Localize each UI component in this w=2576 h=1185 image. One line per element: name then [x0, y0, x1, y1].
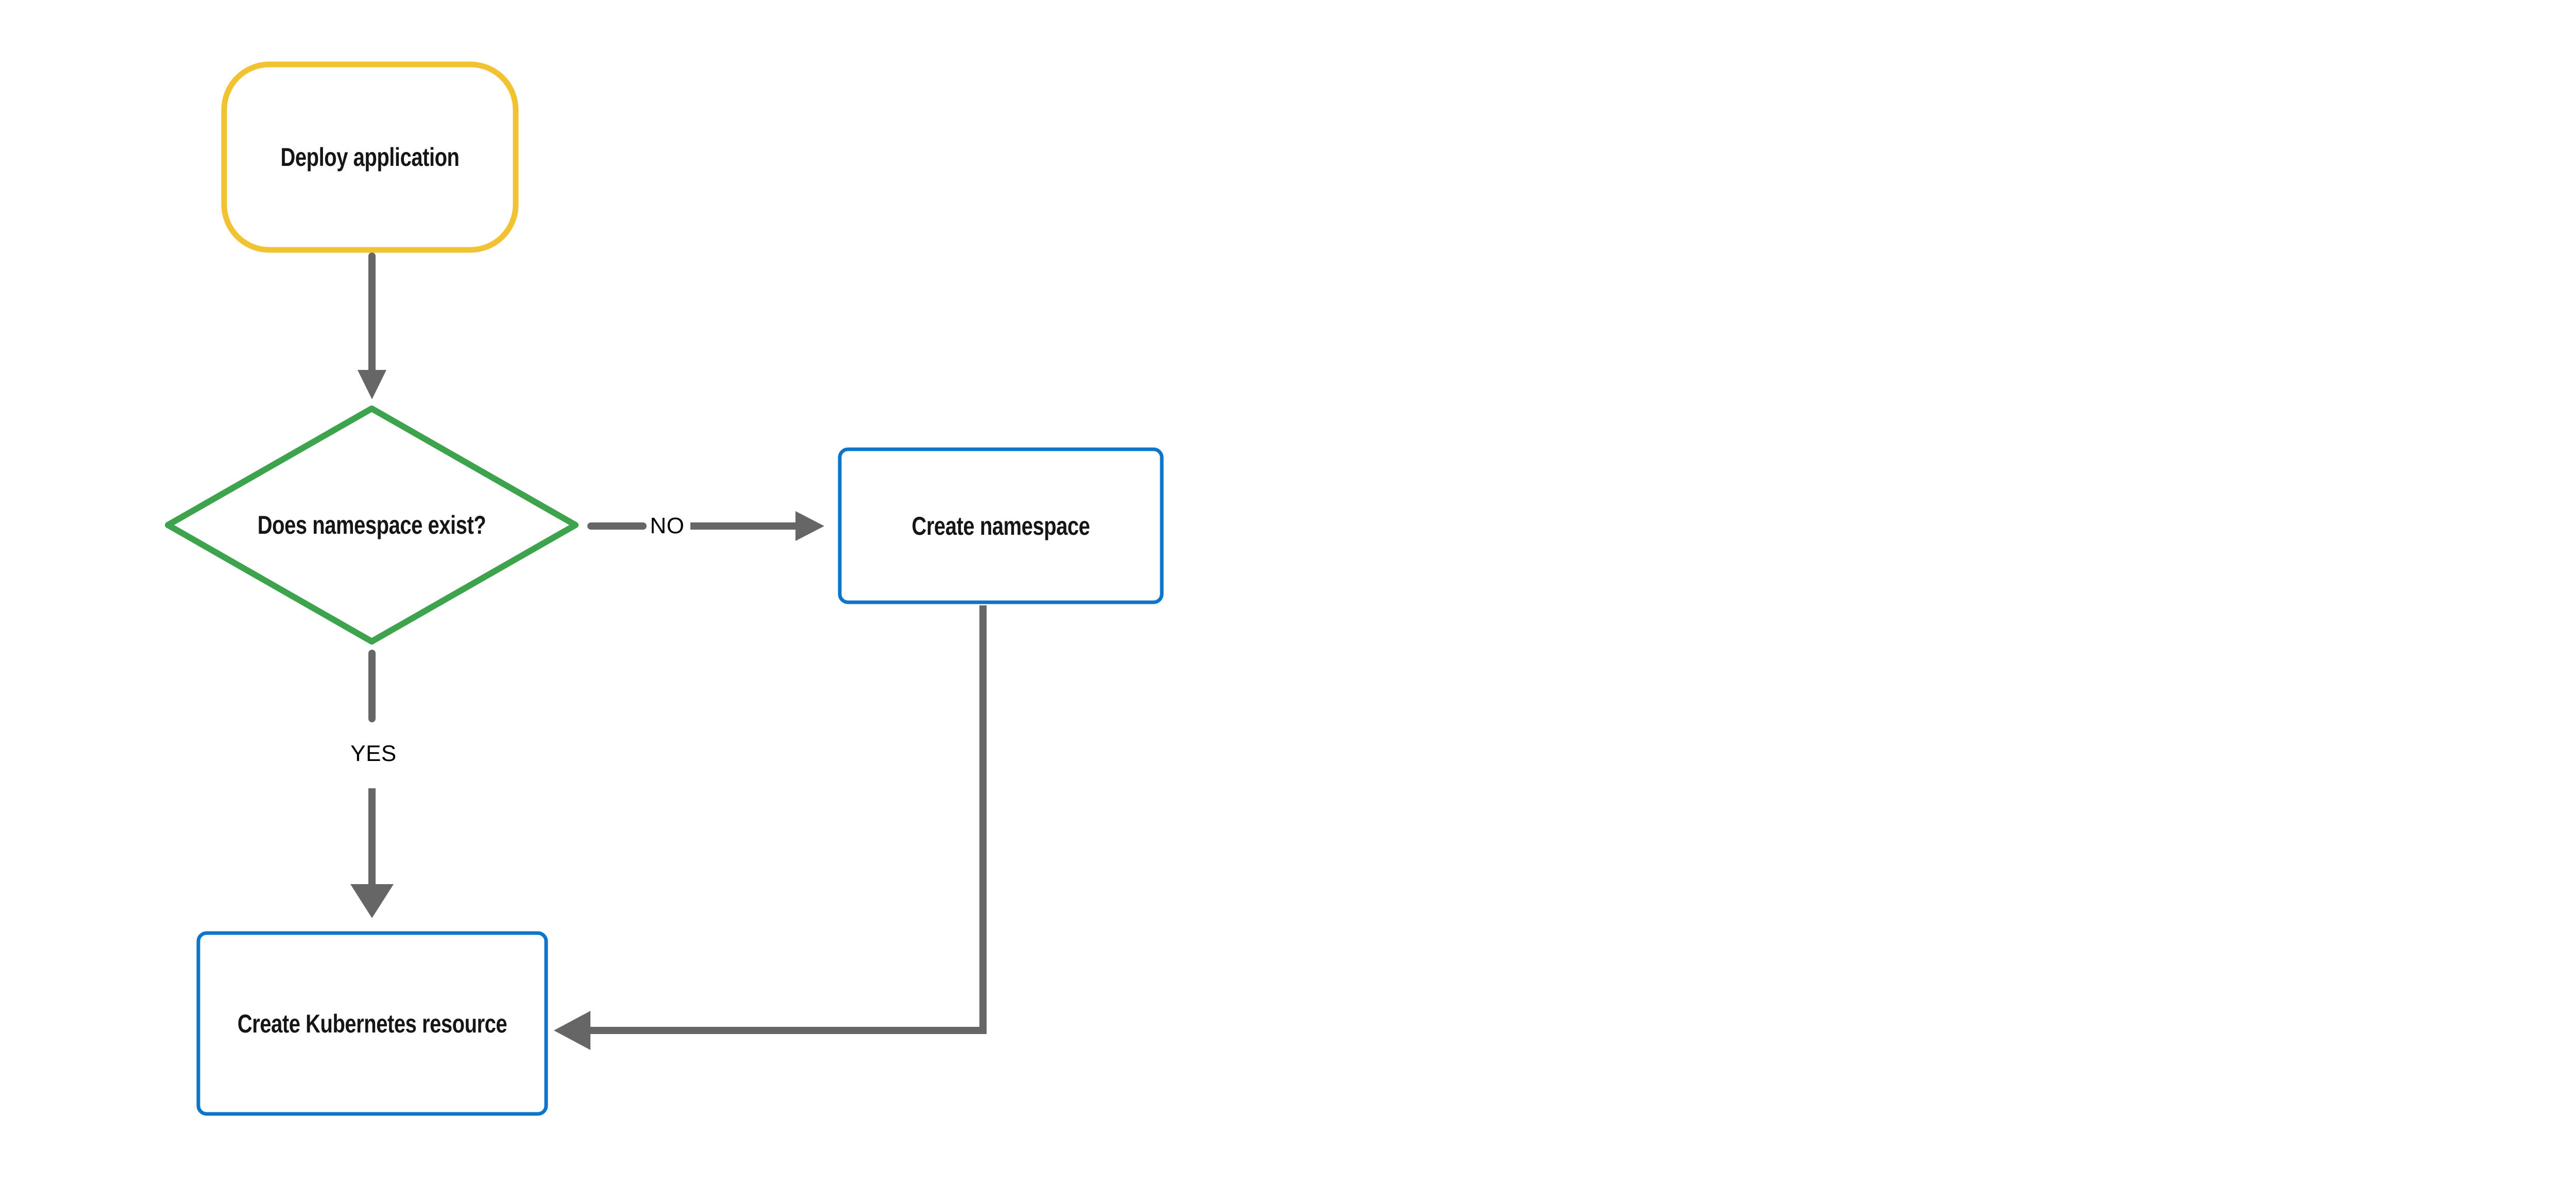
- node-create-namespace[interactable]: [838, 448, 1163, 604]
- arrowhead-down-icon: [358, 370, 386, 399]
- edge-elbow-path: [587, 605, 987, 1034]
- node-does-namespace-exist[interactable]: [164, 406, 580, 644]
- node-deploy-application-shape[interactable]: [221, 61, 519, 253]
- arrowhead-down-icon: [350, 884, 394, 918]
- node-deploy-application[interactable]: [224, 64, 516, 250]
- node-create-namespace-shape[interactable]: [838, 447, 1164, 604]
- edge-decision-to-create-namespace: [587, 511, 824, 541]
- arrowhead-left-icon: [554, 1011, 590, 1050]
- edge-create-namespace-to-create-k8s-resource: [554, 605, 987, 1050]
- edge-decision-to-create-k8s-resource: [350, 650, 394, 918]
- arrowhead-right-icon: [795, 511, 824, 541]
- edge-deploy-to-decision: [358, 252, 386, 399]
- node-create-k8s-resource-shape[interactable]: [196, 931, 548, 1116]
- node-does-namespace-exist-shape[interactable]: [165, 405, 579, 645]
- node-create-k8s-resource[interactable]: [197, 932, 548, 1115]
